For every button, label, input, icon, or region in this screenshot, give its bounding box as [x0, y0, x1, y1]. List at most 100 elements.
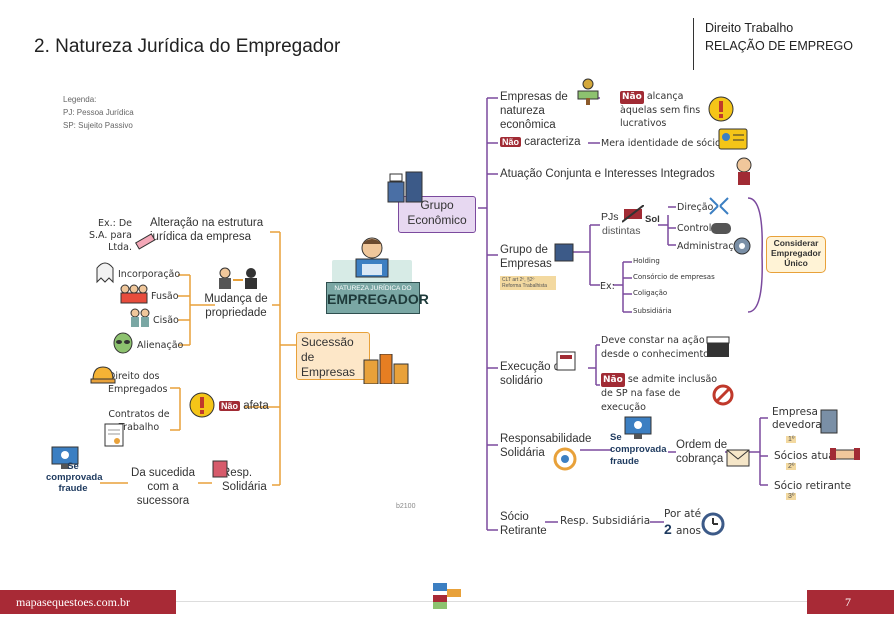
clt-tag: CLT art 2º, §2º Reforma Trabalhista: [500, 276, 556, 290]
afeta-text: afeta: [243, 400, 269, 412]
order-3: 3º: [786, 493, 797, 500]
nao-admite-label: Não se admite inclusão de SP na fase de …: [601, 373, 725, 415]
nao-badge: Não: [620, 91, 644, 104]
envelope-icon: [726, 446, 750, 468]
caracteriza-text: caracteriza: [524, 136, 581, 148]
people-circle-icon: [552, 446, 578, 472]
footer-divider: [176, 601, 807, 602]
nao-alcanca-text: alcança àquelas sem fins lucrativos: [620, 91, 701, 129]
clapperboard-icon: [706, 336, 730, 358]
empresa-devedora-label: Empresa devedora: [772, 406, 822, 431]
prohibited-icon: [712, 384, 734, 406]
nao-badge: Não: [500, 137, 522, 147]
nao-badge: Não: [601, 373, 625, 387]
atuacao-label: Atuação Conjunta e Interesses Integrados: [500, 168, 715, 180]
gamepad-icon: [710, 220, 732, 236]
considerar-empregador-unico: Considerar Empregador Único: [766, 236, 826, 273]
money-tree-icon: [573, 78, 603, 106]
center-node: NATUREZA JURÍDICA DO EMPREGADOR: [326, 232, 429, 324]
holding-label: Holding: [633, 257, 660, 265]
nao-alcanca-label: Não alcança àquelas sem fins lucrativos: [620, 90, 710, 130]
warning-icon-right: [708, 96, 734, 122]
corporate-buildings-icon: [384, 170, 430, 204]
subsidiaria-label: Subsidiária: [633, 307, 672, 315]
grupo-economico-node: Grupo Econômico: [398, 196, 476, 233]
alien-icon: [112, 332, 134, 354]
ghost-icon: [94, 258, 116, 284]
legend-sp: SP: Sujeito Passivo: [63, 121, 133, 130]
cisao-label: Cisão: [153, 315, 179, 326]
footer-site-bar: [0, 590, 176, 614]
alarm-clock-icon: [700, 510, 726, 536]
nao-afeta-label: Não afeta: [219, 400, 269, 412]
id-card-icon: [718, 128, 748, 150]
execucao-label: Execução do solidário: [500, 361, 567, 387]
alteracao-example: Ex.: De S.A. para Ltda.: [88, 218, 132, 253]
distintas-label: distintas: [602, 225, 641, 237]
footer-page-bar: [807, 590, 894, 614]
fusao-label: Fusão: [151, 291, 179, 302]
header-divider: [693, 18, 884, 70]
fraud-monitor-icon-right: [623, 415, 653, 441]
subject-label: Direito Trabalho: [705, 21, 794, 35]
masks-icon: [732, 156, 756, 186]
grupo-empresas-label: Grupo de Empresas: [500, 244, 552, 270]
scales-icon: [212, 460, 228, 478]
topic-label: RELAÇÃO DE EMPREGO: [705, 39, 853, 53]
anos-label: anos: [676, 525, 701, 537]
socio-retirante-item: Sócio retirante: [774, 480, 852, 492]
socios-atuais-label: Sócios atuais: [774, 450, 844, 462]
resp-subsidiaria-label: Resp. Subsidiária: [560, 515, 651, 527]
direcao-label: Direção: [677, 202, 714, 213]
center-line2: EMPREGADOR: [327, 291, 429, 307]
debtor-building-icon: [818, 408, 840, 434]
deve-constar-label: Deve constar na ação desde o conheciment…: [601, 335, 709, 360]
center-line1: NATUREZA JURÍDICA DO: [334, 285, 412, 292]
alteracao-label: Alteração na estrutura jurídica da empre…: [150, 217, 264, 243]
socio-retirante-label: Sócio Retirante: [500, 511, 547, 537]
page-number: 7: [845, 595, 851, 609]
order-2: 2º: [786, 463, 797, 470]
resp-solidaria-left: Resp. Solidária: [222, 467, 267, 493]
nao-badge: Não: [219, 401, 241, 411]
se-comprovada-left: Se comprovada fraude: [46, 461, 103, 494]
document-execution-icon: [555, 350, 577, 372]
coligacao-label: Coligação: [633, 289, 668, 297]
ordem-cobranca-label: Ordem de cobrança: [676, 439, 728, 465]
responsabilidade-label: Responsabilidade Solidária: [500, 433, 592, 459]
empresas-natureza-label: Empresas de natureza econômica: [500, 91, 568, 131]
incorporacao-label: Incorporação: [118, 269, 181, 280]
sucessao-empresas-node: Sucessão de Empresas: [296, 332, 370, 380]
contratos-label: Contratos de Trabalho: [108, 409, 170, 433]
order-1: 1º: [786, 436, 797, 443]
direction-arrows-icon: [708, 196, 730, 216]
alienacao-label: Alienação: [137, 340, 184, 351]
sucedida-label: Da sucedida com a sucessora: [131, 467, 195, 507]
nao-admite-text: se admite inclusão de SP na fase de exec…: [601, 374, 718, 413]
pencil-icon: [134, 232, 158, 250]
crossed-flag-icon: [622, 205, 644, 223]
helmet-icon: [90, 364, 116, 384]
split-people-icon: [128, 308, 152, 328]
diagram-code: b2100: [396, 503, 416, 510]
buildings-icon: [362, 354, 410, 384]
fraud-monitor-icon-left: [50, 445, 80, 471]
owners-icon: [215, 266, 261, 290]
brand-logo-icon: [432, 582, 462, 610]
direito-label: Direito dos Empregados: [108, 371, 168, 395]
se-comprovada-right: Se comprovada fraude: [610, 432, 667, 467]
contract-icon: [103, 422, 125, 448]
mudanca-label: Mudança de propriedade: [204, 293, 268, 319]
ex-label: Ex:: [600, 281, 615, 292]
dois-label: 2: [664, 521, 672, 537]
legend-pj: PJ: Pessoa Jurídica: [63, 108, 134, 117]
footer-site[interactable]: mapasequestoes.com.br: [16, 595, 130, 609]
group-people-icon: [119, 284, 149, 304]
nao-caracteriza-label: Não caracteriza: [500, 136, 580, 148]
page-title: 2. Natureza Jurídica do Empregador: [34, 36, 341, 57]
legend-title: Legenda:: [63, 95, 97, 104]
handshake-icon: [830, 442, 860, 466]
por-ate-label: Por até: [664, 508, 702, 520]
mera-identidade-label: Mera identidade de sócios: [601, 138, 726, 149]
